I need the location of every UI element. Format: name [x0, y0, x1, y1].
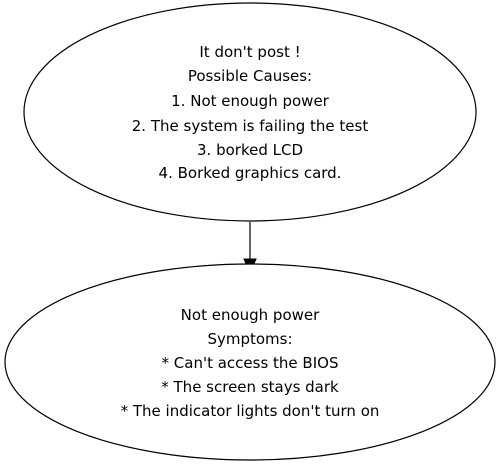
node-power-heading: Symptoms: [207, 330, 292, 348]
node-power-title: Not enough power [181, 306, 320, 324]
node-problem-heading: Possible Causes: [188, 67, 312, 85]
node-power: Not enough power Symptoms: * Can't acces… [4, 263, 496, 461]
node-problem-cause-3: 3. borked LCD [197, 141, 303, 159]
node-power-symptom-1: * Can't access the BIOS [162, 354, 339, 372]
node-problem: It don't post ! Possible Causes: 1. Not … [23, 2, 477, 222]
node-problem-cause-1: 1. Not enough power [171, 92, 330, 110]
node-power-symptom-3: * The indicator lights don't turn on [121, 402, 380, 420]
node-problem-cause-2: 2. The system is failing the test [132, 117, 369, 135]
node-problem-ellipse [23, 2, 477, 222]
node-power-ellipse [4, 263, 496, 461]
node-power-symptom-2: * The screen stays dark [161, 378, 339, 396]
node-problem-cause-4: 4. Borked graphics card. [159, 164, 342, 182]
node-problem-title: It don't post ! [199, 43, 300, 61]
